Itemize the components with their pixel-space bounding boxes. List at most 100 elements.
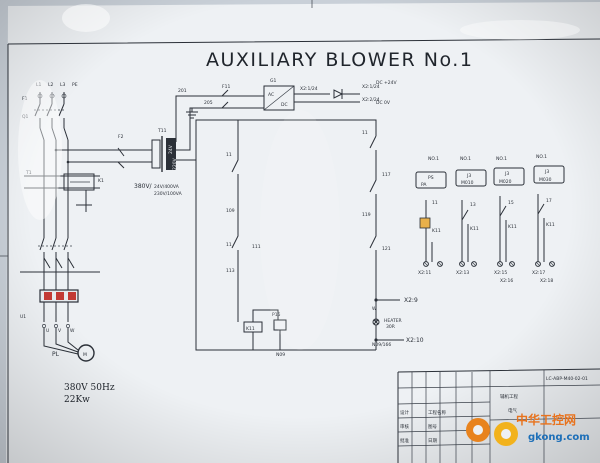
- title-block: LC-ABP-M40-02-01 辅机工程 电气 设计 审核 批准 工程名称 图…: [397, 368, 600, 463]
- svg-text:M030: M030: [539, 177, 552, 183]
- svg-text:13: 13: [470, 202, 476, 208]
- svg-text:PE: PE: [72, 82, 78, 88]
- svg-text:日期: 日期: [428, 438, 437, 444]
- svg-text:K11: K11: [246, 326, 255, 332]
- svg-text:L2: L2: [48, 82, 54, 88]
- svg-text:F11: F11: [222, 84, 230, 90]
- svg-text:NO.1: NO.1: [536, 154, 547, 160]
- svg-text:V: V: [58, 328, 62, 334]
- svg-text:T11: T11: [157, 128, 167, 134]
- svg-text:辅机工程: 辅机工程: [500, 393, 518, 400]
- svg-text:30R: 30R: [386, 324, 395, 330]
- svg-text:NO.1: NO.1: [428, 156, 439, 162]
- svg-text:J3: J3: [504, 171, 509, 177]
- svg-text:电气: 电气: [508, 407, 517, 414]
- svg-text:F1: F1: [22, 96, 28, 102]
- svg-text:15: 15: [508, 200, 514, 206]
- svg-text:11: 11: [432, 200, 438, 206]
- svg-text:117: 117: [382, 172, 391, 178]
- relay-m020: [493, 167, 525, 186]
- svg-text:X2:11: X2:11: [418, 270, 431, 276]
- svg-text:M: M: [83, 352, 87, 358]
- control-supply: 201 205 F11 AC DC G1 X2:1/24 X2:1/24 DC …: [175, 78, 398, 351]
- svg-text:11: 11: [226, 242, 232, 248]
- svg-text:205: 205: [204, 100, 213, 106]
- svg-text:11: 11: [362, 130, 368, 136]
- svg-text:J3: J3: [544, 169, 549, 175]
- svg-text:111: 111: [252, 244, 261, 250]
- svg-text:U1: U1: [20, 314, 26, 320]
- control-ladder: 11 109 11 111 113 K11 P15 N09 11 117 119…: [226, 120, 424, 358]
- svg-text:11: 11: [226, 152, 232, 158]
- svg-text:N09: N09: [276, 352, 285, 358]
- svg-text:109: 109: [226, 208, 235, 214]
- svg-text:DC: DC: [281, 102, 288, 108]
- drawing-border: [7, 38, 600, 463]
- svg-text:24V: 24V: [168, 144, 174, 154]
- svg-text:P15: P15: [272, 312, 281, 318]
- svg-text:批准: 批准: [400, 437, 409, 444]
- svg-text:DC +24V: DC +24V: [376, 80, 398, 86]
- svg-text:119: 119: [362, 212, 371, 218]
- svg-text:K11: K11: [508, 224, 517, 230]
- svg-text:设计: 设计: [400, 409, 409, 416]
- relay-m010: [455, 169, 487, 187]
- svg-text:220V: 220V: [172, 157, 178, 170]
- svg-text:M010: M010: [461, 180, 474, 186]
- svg-text:工程名称: 工程名称: [428, 409, 446, 416]
- svg-text:K11: K11: [470, 226, 479, 232]
- svg-text:X2:1/24: X2:1/24: [362, 84, 380, 90]
- supply-voltage: 380V 50Hz: [64, 383, 115, 393]
- svg-text:X2:15: X2:15: [494, 270, 507, 276]
- svg-text:K11: K11: [546, 222, 555, 228]
- svg-text:PA: PA: [421, 182, 427, 188]
- terminal-x2-10: X2:10: [406, 337, 424, 344]
- supply-power: 22Kw: [64, 395, 90, 405]
- page-title: AUXILIARY BLOWER No.1: [206, 49, 473, 71]
- ac-dc-converter: [263, 85, 295, 111]
- svg-text:T1: T1: [25, 170, 32, 176]
- svg-text:L1: L1: [36, 82, 42, 88]
- svg-text:PS: PS: [428, 175, 434, 181]
- transformer-ratio: 380V/: [134, 183, 153, 190]
- svg-text:L3: L3: [60, 82, 66, 88]
- svg-text:X2:18: X2:18: [540, 278, 553, 284]
- svg-text:Q1: Q1: [22, 114, 29, 120]
- svg-text:J3: J3: [466, 173, 471, 179]
- svg-text:DC 0V: DC 0V: [376, 100, 391, 106]
- svg-text:审核: 审核: [400, 423, 409, 430]
- control-transformer: F2 24V 220V 380V/ 24V/400VA 230V/100VA T…: [117, 128, 183, 197]
- svg-text:图号: 图号: [428, 424, 437, 430]
- svg-text:230V/100VA: 230V/100VA: [154, 191, 183, 197]
- svg-text:N09/166: N09/166: [372, 342, 391, 348]
- svg-text:中华工控网: 中华工控网: [516, 412, 576, 427]
- svg-text:W: W: [70, 328, 75, 334]
- motor-label: PL: [52, 351, 60, 358]
- relay-modules: NO.1 NO.1 NO.1 NO.1 PS PA J3 M010 J3 M02…: [415, 154, 565, 284]
- terminal-x2-9: X2:9: [404, 297, 418, 304]
- svg-text:LC-ABP-M40-02-01: LC-ABP-M40-02-01: [546, 376, 588, 382]
- svg-text:U: U: [46, 328, 49, 334]
- svg-text:X2:16: X2:16: [500, 278, 513, 284]
- relay-pa: [415, 171, 447, 189]
- svg-text:F2: F2: [118, 134, 124, 140]
- svg-text:M020: M020: [499, 179, 512, 185]
- svg-text:gkong.com: gkong.com: [528, 432, 590, 443]
- svg-text:K11: K11: [432, 228, 441, 234]
- motor-symbol: [77, 344, 95, 362]
- svg-text:201: 201: [178, 88, 187, 94]
- svg-text:X2:1/24: X2:1/24: [300, 86, 318, 92]
- watermark: 中华工控网 gkong.com: [466, 412, 590, 446]
- svg-text:K1: K1: [98, 178, 104, 184]
- heater-label: HEATER: [384, 318, 402, 324]
- svg-text:17: 17: [546, 198, 552, 204]
- svg-text:NO.1: NO.1: [496, 156, 507, 162]
- power-circuit: L1 L2 L3 PE Q1 F1 K1 T1: [20, 82, 128, 405]
- relay-m030: [533, 165, 565, 184]
- svg-text:X2:13: X2:13: [456, 270, 469, 276]
- svg-text:24V/400VA: 24V/400VA: [154, 184, 180, 190]
- svg-text:G1: G1: [270, 78, 276, 84]
- svg-text:X2:2/24: X2:2/24: [362, 97, 380, 103]
